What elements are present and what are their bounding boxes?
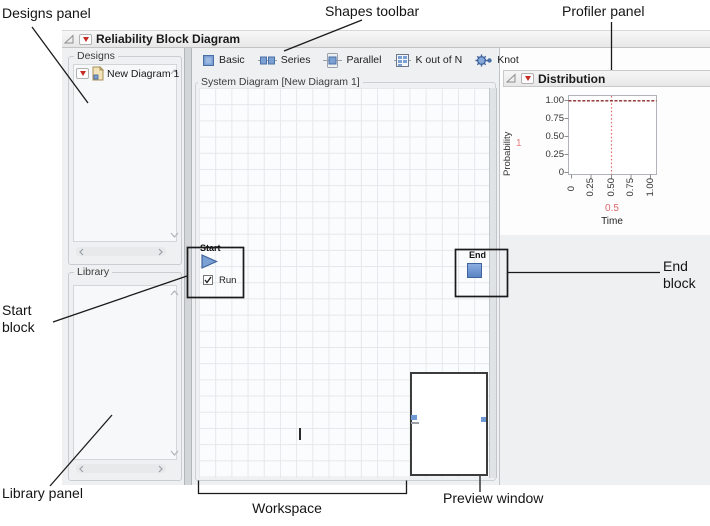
designs-list-item[interactable]: New Diagram 1	[76, 66, 179, 81]
library-horizontal-scrollbar[interactable]	[76, 464, 166, 473]
shapes-toolbar-callout-label: Shapes toolbar	[325, 3, 420, 19]
red-triangle-menu-icon[interactable]	[76, 68, 89, 79]
y-axis-label: Probability	[502, 131, 513, 176]
basic-block-icon	[203, 54, 214, 66]
collapse-triangle-icon[interactable]	[506, 73, 517, 84]
series-shape-button[interactable]: Series	[257, 54, 311, 66]
series-blocks-icon	[257, 56, 277, 64]
preview-window[interactable]	[410, 372, 488, 476]
scroll-right-icon[interactable]	[158, 465, 163, 473]
run-checkbox-label: Run	[219, 275, 237, 286]
panel-splitter[interactable]	[184, 48, 192, 485]
scroll-left-icon[interactable]	[79, 465, 84, 473]
distribution-title: Distribution	[538, 71, 606, 86]
y-tick-label: 0.50	[545, 131, 565, 142]
scroll-down-icon[interactable]	[170, 232, 179, 238]
designs-horizontal-scrollbar[interactable]	[76, 247, 166, 256]
collapse-triangle-icon[interactable]	[64, 33, 75, 45]
window-background	[499, 235, 710, 485]
start-block-title: Start	[200, 243, 221, 253]
system-diagram-label: System Diagram [New Diagram 1]	[198, 76, 363, 88]
crosshair-y-value: 1	[516, 138, 522, 149]
workspace-callout-label: Workspace	[252, 500, 322, 516]
y-tick-label: 0.75	[545, 113, 565, 124]
knot-shape-button[interactable]: Knot	[475, 54, 519, 67]
preview-start-block-mini	[411, 415, 417, 420]
start-block-callout-label: Start block	[2, 302, 35, 335]
knot-icon	[475, 54, 492, 66]
toolbar-label: Series	[280, 54, 311, 66]
diagram-document-icon	[92, 66, 105, 81]
designs-listbox[interactable]	[73, 64, 177, 242]
y-tick-label: 0	[558, 167, 564, 178]
checkmark-icon	[204, 276, 212, 284]
design-item-label: New Diagram 1	[107, 67, 180, 80]
red-triangle-menu-icon[interactable]	[521, 73, 534, 84]
x-axis-label: Time	[601, 216, 623, 227]
x-tick-label: 0	[566, 185, 577, 191]
k-of-n-shape-button[interactable]: K out of N	[394, 53, 462, 68]
library-group-label: Library	[74, 266, 113, 278]
report-title: Reliability Block Diagram	[96, 32, 241, 46]
toolbar-label: K out of N	[415, 54, 463, 66]
preview-end-block-mini	[481, 417, 486, 422]
designs-group-label: Designs	[74, 50, 118, 62]
parallel-shape-button[interactable]: Parallel	[323, 52, 381, 69]
red-triangle-menu-icon[interactable]	[79, 33, 92, 45]
scroll-right-icon[interactable]	[158, 248, 163, 256]
workspace-vertical-scrollbar[interactable]	[489, 88, 497, 478]
run-checkbox[interactable]	[203, 275, 213, 285]
x-tick-label: 1.00	[645, 178, 656, 197]
x-tick-label: 0.25	[585, 178, 596, 197]
scroll-up-icon[interactable]	[170, 290, 179, 296]
preview-run-mini	[411, 422, 419, 424]
crosshair-x-value: 0.5	[605, 203, 619, 214]
x-tick-label: 0.50	[606, 178, 617, 197]
profiler-panel-callout-label: Profiler panel	[562, 3, 645, 19]
library-panel-callout-label: Library panel	[2, 485, 83, 501]
shapes-toolbar: Basic Series Parallel K out of N	[202, 51, 519, 69]
parallel-blocks-icon	[323, 52, 343, 68]
run-play-icon[interactable]	[201, 254, 218, 269]
designs-panel-callout-label: Designs panel	[2, 5, 91, 21]
preview-window-callout-label: Preview window	[443, 490, 544, 506]
y-tick-label: 1.00	[545, 95, 565, 106]
x-tick-label: 0.75	[625, 178, 636, 197]
scroll-down-icon[interactable]	[170, 450, 179, 456]
toolbar-label: Knot	[497, 54, 519, 66]
scroll-up-icon[interactable]	[170, 69, 179, 75]
basic-shape-button[interactable]: Basic	[202, 54, 245, 67]
end-block-shape[interactable]	[467, 263, 482, 278]
y-tick-label: 0.25	[545, 149, 565, 160]
k-of-n-grid-icon	[394, 53, 412, 67]
toolbar-label: Parallel	[346, 54, 382, 66]
distribution-header: Distribution	[503, 70, 710, 87]
report-title-bar: Reliability Block Diagram	[62, 30, 710, 48]
library-groupbox: Library	[68, 266, 182, 481]
toolbar-label: Basic	[219, 54, 245, 66]
scroll-left-icon[interactable]	[79, 248, 84, 256]
end-block-title: End	[469, 250, 486, 260]
text-cursor-mark	[299, 428, 301, 440]
distribution-profiler-plot[interactable]	[500, 86, 710, 235]
end-block-callout-label: End block	[663, 258, 696, 291]
library-listbox[interactable]	[73, 285, 177, 460]
